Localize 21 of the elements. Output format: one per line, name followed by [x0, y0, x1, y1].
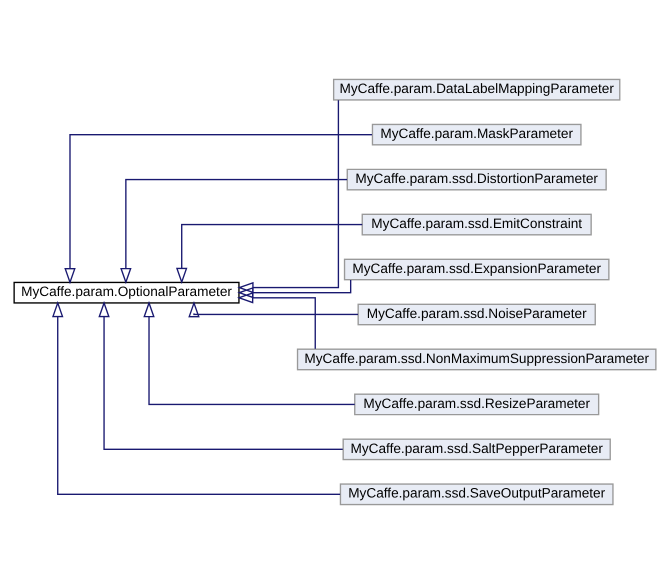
- arrow: [237, 280, 352, 298]
- arrow: [236, 292, 316, 349]
- arrow: [98, 300, 343, 450]
- arrow: [237, 100, 340, 294]
- node-box: MyCaffe.param.OptionalParameter: [13, 282, 240, 304]
- node-box: MyCaffe.param.ssd.ExpansionParameter: [344, 258, 610, 280]
- node-box: MyCaffe.param.ssd.SaltPepperParameter: [342, 438, 611, 460]
- node-box: MyCaffe.param.ssd.ResizeParameter: [354, 394, 600, 416]
- node-box: MyCaffe.param.ssd.NoiseParameter: [357, 304, 596, 326]
- arrow: [188, 301, 358, 318]
- node-box: MyCaffe.param.ssd.NonMaximumSuppressionParameter: [296, 348, 657, 370]
- node-box: MyCaffe.param.MaskParameter: [372, 124, 582, 146]
- node-box: MyCaffe.param.DataLabelMappingParameter: [332, 78, 620, 101]
- node-box: MyCaffe.param.ssd.DistortionParameter: [346, 168, 607, 190]
- arrow: [52, 300, 340, 496]
- node-box: MyCaffe.param.ssd.EmitConstraint: [362, 214, 592, 236]
- arrow: [176, 224, 362, 284]
- arrow: [64, 134, 372, 284]
- arrow: [120, 178, 348, 284]
- node-box: MyCaffe.param.ssd.SaveOutputParameter: [340, 483, 614, 506]
- arrow: [143, 300, 355, 406]
